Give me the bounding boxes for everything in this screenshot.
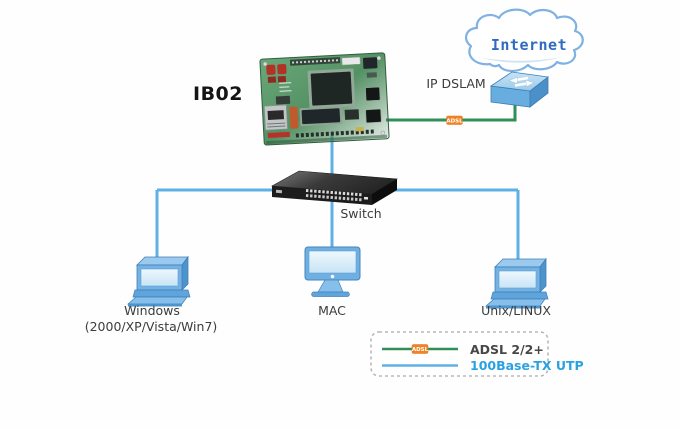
- windows-label: Windows: [124, 303, 180, 318]
- internet-cloud-icon: [464, 8, 584, 73]
- windows-computer-icon: [127, 255, 191, 307]
- adsl-link-line: [386, 104, 517, 122]
- switch-label: Switch: [340, 206, 382, 221]
- switch-icon: [270, 170, 398, 205]
- windows-sublabel: (2000/XP/Vista/Win7): [84, 319, 218, 334]
- mac-computer-icon: [304, 246, 361, 297]
- unix-computer-icon: [485, 257, 549, 309]
- ib02-board-icon: [259, 52, 390, 146]
- adsl-badge-text: ADSL: [446, 118, 463, 124]
- internet-label: Internet: [490, 36, 568, 54]
- legend-adsl-badge: [411, 344, 429, 354]
- legend-utp-label: 100Base-TX UTP: [470, 358, 584, 373]
- legend: ADSL: [370, 331, 549, 377]
- mac-label: MAC: [318, 303, 346, 318]
- legend-adsl-badge-text: ADSL: [412, 347, 429, 353]
- board-label: IB02: [193, 83, 243, 105]
- unix-label: Unix/LINUX: [481, 303, 551, 318]
- ip-dslam-icon: [489, 71, 549, 108]
- dslam-label: IP DSLAM: [426, 76, 486, 91]
- legend-adsl-label: ADSL 2/2+: [470, 342, 544, 357]
- dslam-traffic-arrows-icon: [508, 76, 535, 87]
- adsl-link-badge: ADSL: [446, 115, 463, 125]
- apple-logo-icon: [330, 274, 335, 279]
